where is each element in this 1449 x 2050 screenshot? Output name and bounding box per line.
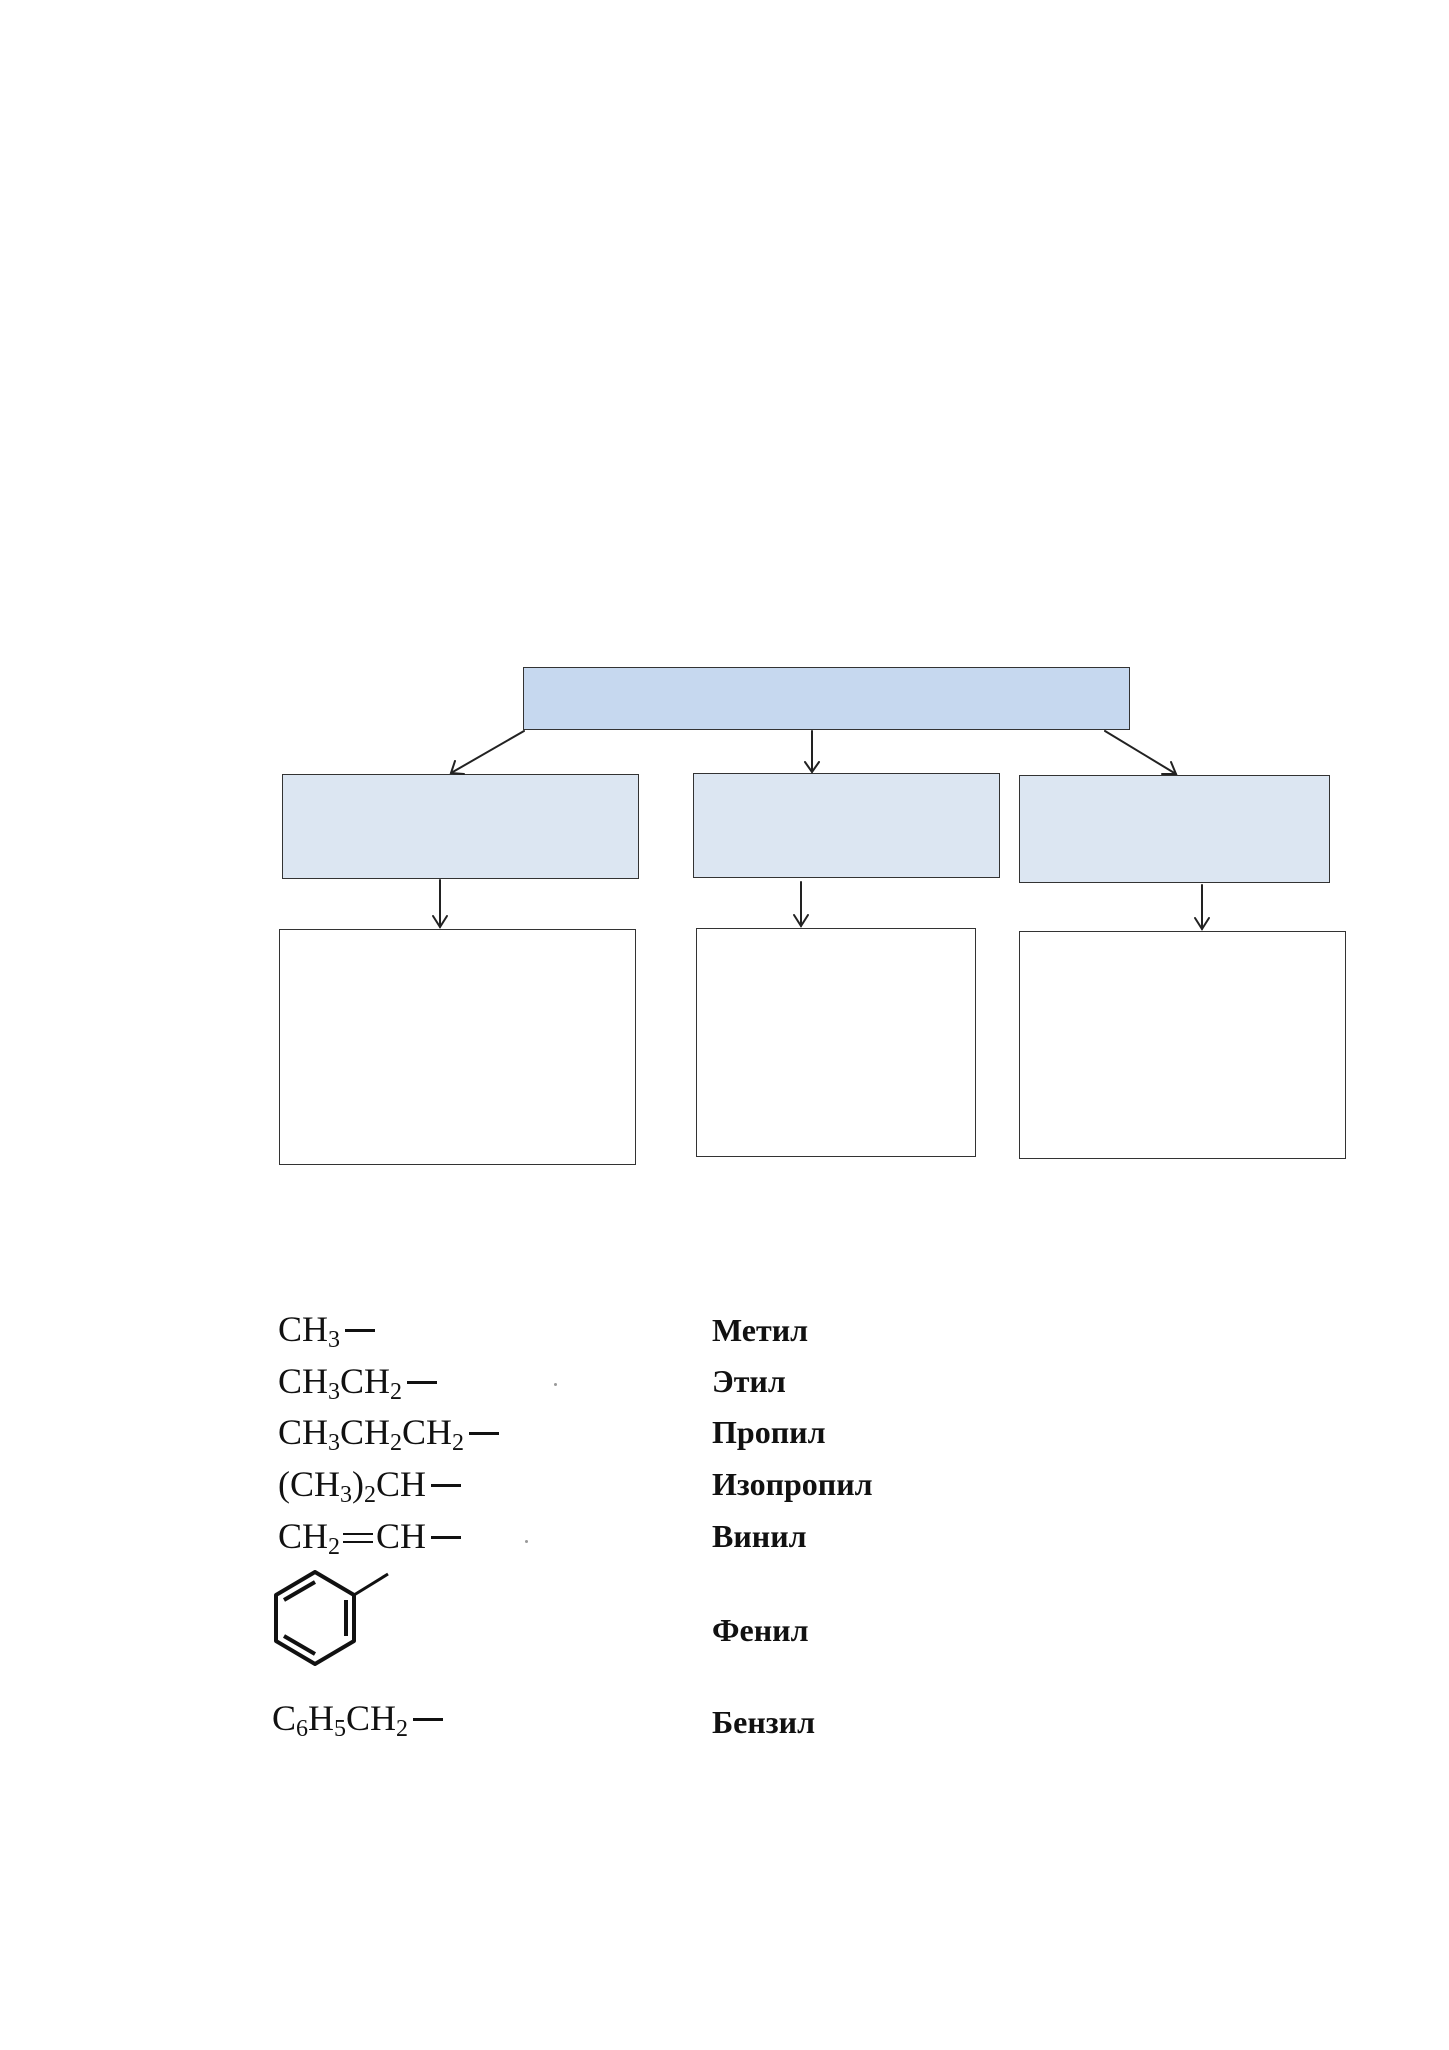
name-methyl: Метил xyxy=(712,1312,809,1348)
arrow-top-to-mid-left xyxy=(450,730,525,774)
bottom-box-center xyxy=(696,928,976,1157)
name-vinyl: Винил xyxy=(712,1518,807,1554)
formula-ethyl: CH3CH2 xyxy=(278,1361,438,1404)
arrowhead-bottom-right xyxy=(1194,917,1210,931)
formula-methyl: CH3 xyxy=(278,1309,376,1352)
name-benzyl: Бензил xyxy=(712,1704,816,1740)
formula-benzyl: C6H5CH2 xyxy=(272,1698,444,1741)
arrowhead-bottom-left xyxy=(432,915,448,929)
arrowhead-mid-right xyxy=(1161,761,1178,775)
bottom-box-right xyxy=(1019,931,1346,1159)
name-isopropyl: Изопропил xyxy=(712,1466,873,1502)
scan-speck xyxy=(525,1540,528,1543)
arrowhead-mid-left xyxy=(449,760,465,775)
arrowhead-bottom-center xyxy=(793,914,809,928)
arrowhead-mid-center xyxy=(804,761,820,774)
mid-box-center xyxy=(693,773,1000,878)
name-propyl: Пропил xyxy=(712,1414,826,1450)
mid-box-left xyxy=(282,774,639,879)
phenyl-ring-structure xyxy=(274,1570,389,1666)
top-box xyxy=(523,667,1130,730)
name-ethyl: Этил xyxy=(712,1363,786,1399)
formula-propyl: CH3CH2CH2 xyxy=(278,1412,500,1455)
formula-isopropyl: (CH3)2CH xyxy=(278,1464,462,1507)
bottom-box-left xyxy=(279,929,636,1165)
arrow-top-to-mid-right xyxy=(1104,730,1177,775)
mid-box-right xyxy=(1019,775,1330,883)
scan-speck xyxy=(554,1383,557,1386)
name-phenyl: Фенил xyxy=(712,1612,809,1648)
